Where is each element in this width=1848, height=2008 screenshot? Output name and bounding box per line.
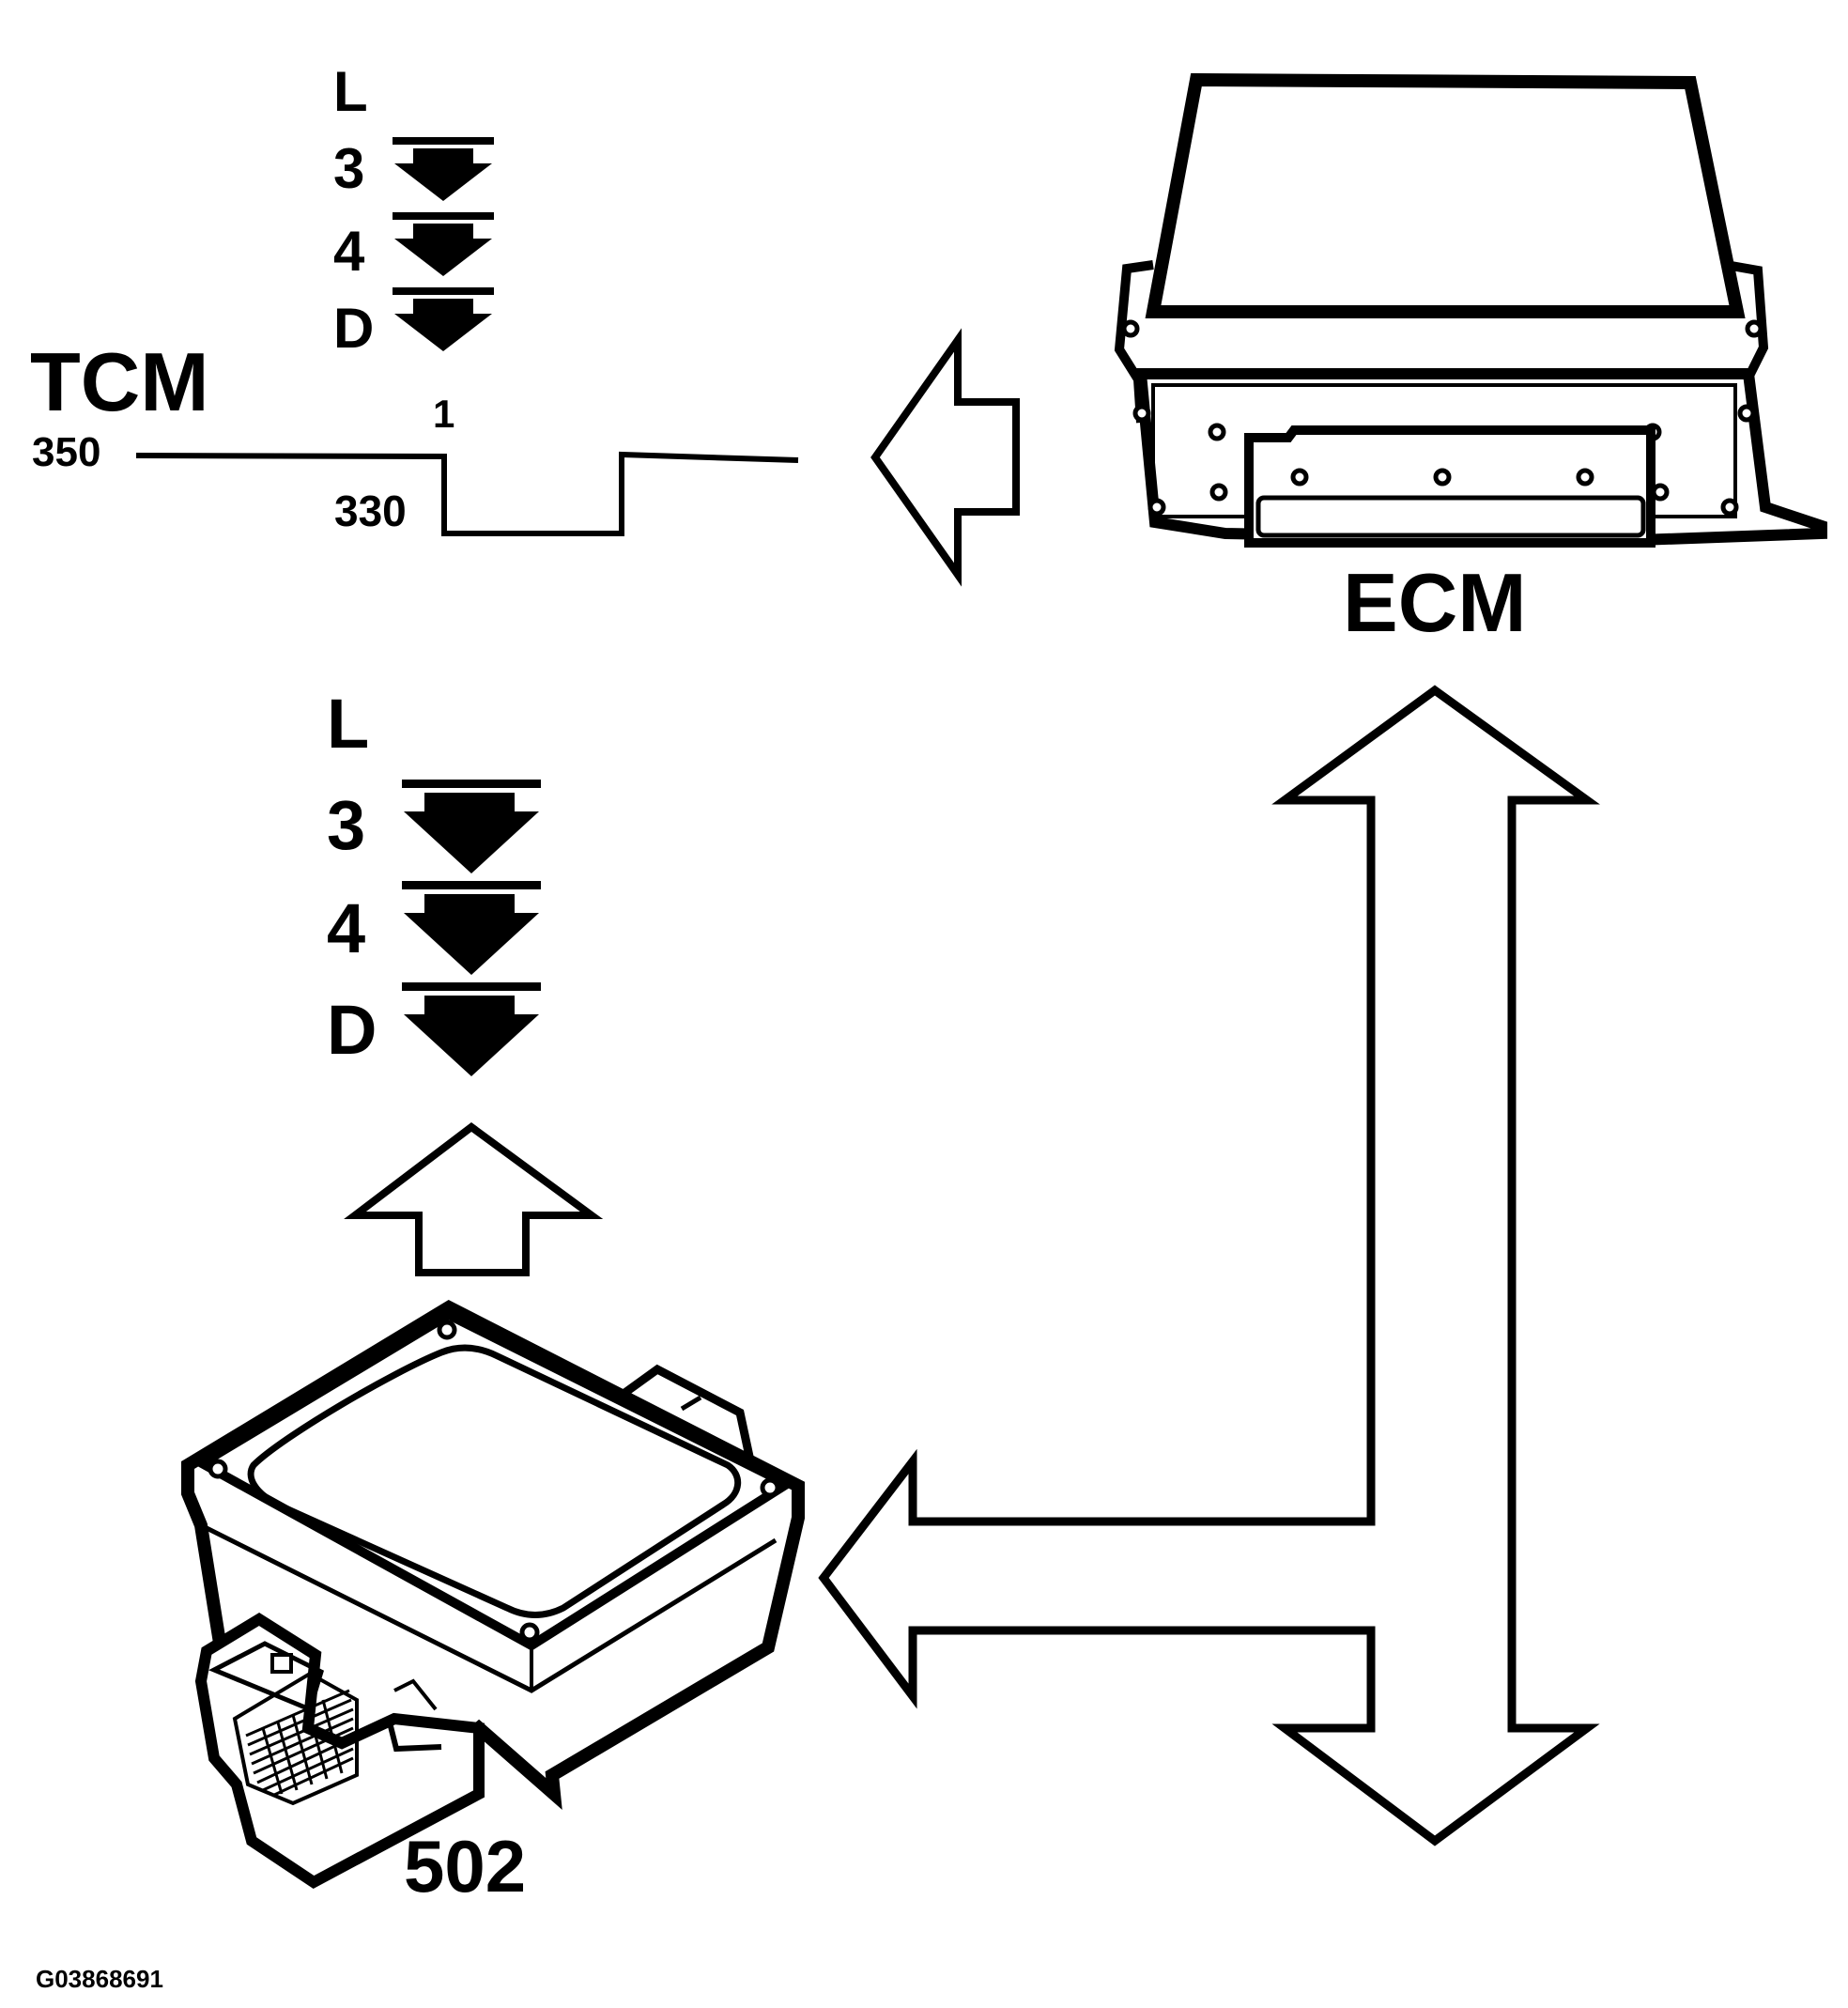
module-502-illustration — [181, 1299, 805, 1889]
module-502-label: 502 — [404, 1825, 526, 1908]
figure-id: G03868691 — [36, 1965, 163, 1993]
connector-pins — [232, 1671, 359, 1806]
gear-label-lower-3: 3 — [327, 786, 365, 864]
arrow-left-icon — [870, 328, 1020, 587]
down-arrow-icon — [402, 881, 541, 975]
gear-label-upper-L: L — [333, 60, 368, 123]
tcm-signal-block: TCM 350 1 330 — [30, 335, 799, 536]
gear-list-upper: L 3 4 D — [333, 60, 494, 360]
ecm-module-illustration — [1114, 72, 1827, 548]
gear-list-lower: L 3 4 D — [327, 685, 541, 1076]
down-arrow-icon — [393, 137, 494, 201]
bidirectional-arrow-icon — [818, 685, 1600, 1846]
down-arrow-icon — [402, 780, 541, 873]
arrow-up-icon — [344, 1122, 604, 1276]
gear-label-lower-4: 4 — [327, 889, 365, 967]
ecm-label: ECM — [1343, 556, 1527, 649]
gear-label-lower-L: L — [327, 685, 369, 763]
signal-high-value: 350 — [32, 429, 100, 475]
down-arrow-icon — [393, 212, 494, 276]
down-arrow-icon — [393, 287, 494, 351]
screw-icon — [208, 1320, 780, 1643]
signal-low-value: 330 — [334, 487, 407, 535]
gear-label-upper-3: 3 — [333, 137, 364, 200]
gear-label-upper-D: D — [333, 297, 374, 360]
gear-label-lower-D: D — [327, 991, 377, 1069]
down-arrow-icon — [402, 982, 541, 1076]
tcm-label: TCM — [30, 335, 209, 428]
pulse-marker-label: 1 — [433, 392, 454, 436]
gear-label-upper-4: 4 — [333, 220, 365, 283]
signal-waveform — [135, 451, 799, 536]
